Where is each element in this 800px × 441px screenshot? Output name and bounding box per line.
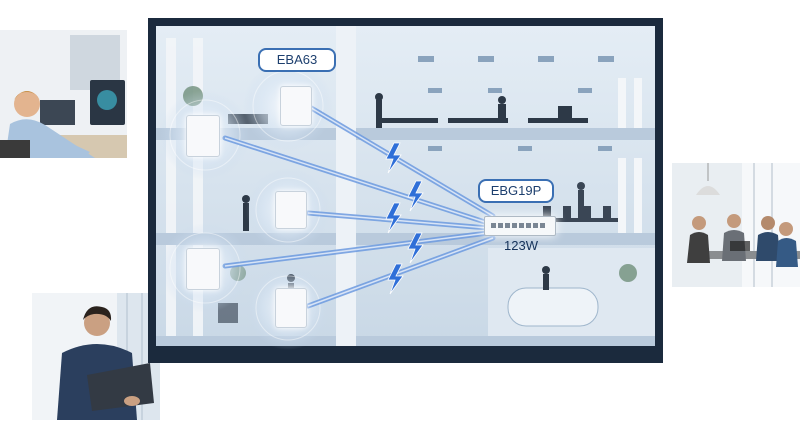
photo-laptop-user [32,293,160,420]
access-point-icon [186,115,220,157]
router-label: 123W [504,238,538,253]
lightning-icon [407,180,424,212]
lightning-icon [407,232,424,264]
lightning-icon [385,142,402,174]
access-point-icon [275,191,307,229]
lightning-group [385,142,424,295]
lightning-icon [385,202,402,234]
access-point-icon [275,288,307,328]
access-point-icon [280,86,312,126]
photo-meeting [672,163,800,287]
lightning-icon [387,263,404,295]
access-point-icon [186,248,220,290]
access-point-label: EBA63 [258,48,336,72]
network-switch-icon [484,216,556,236]
switch-label: EBG19P [478,179,554,203]
photo-office-worker [0,30,127,158]
building-cross-section: 123W EBA63 EBG19P [148,18,663,363]
